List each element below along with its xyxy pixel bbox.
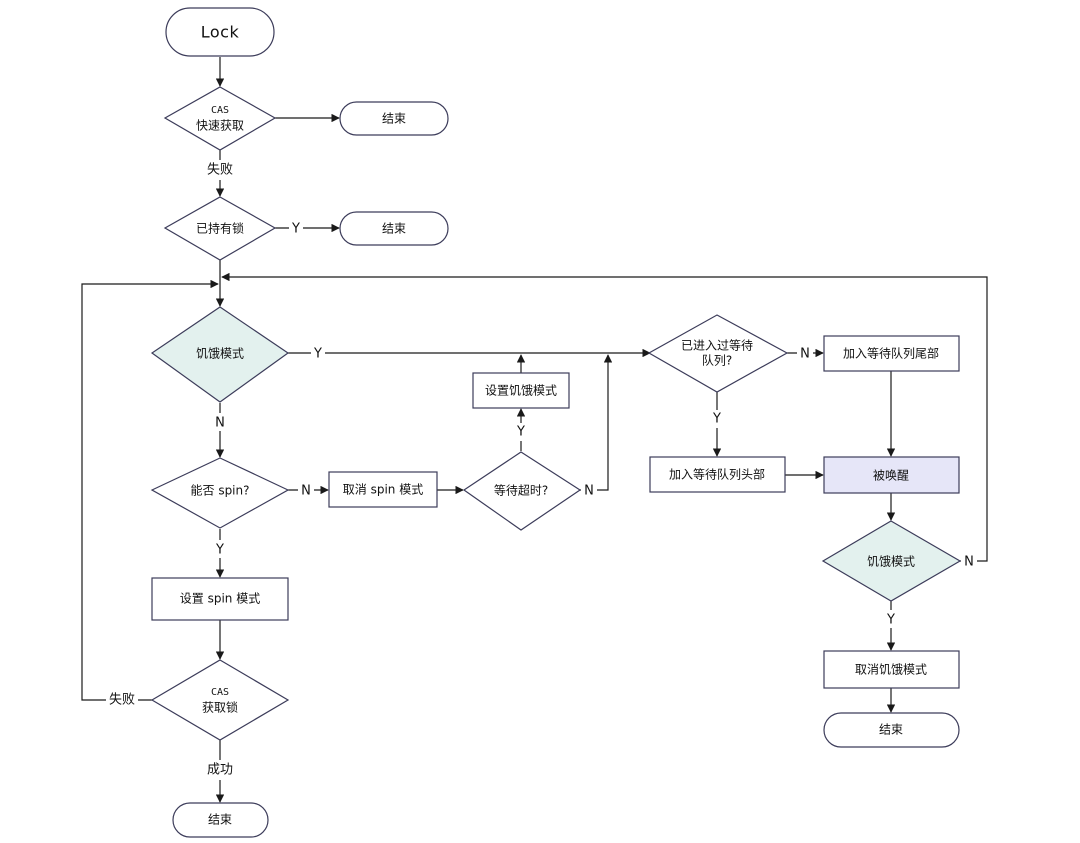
node-end-1: 结束 — [339, 101, 449, 136]
edge-label-fail-1: 失败 — [207, 163, 233, 178]
node-hunger-mode-label: 饥饿模式 — [196, 347, 244, 361]
node-set-hunger: 设置饥饿模式 — [472, 372, 570, 409]
edge-label-cas-success: 成功 — [207, 763, 233, 778]
node-end-4-label: 结束 — [208, 813, 232, 827]
node-already-held-label: 已持有锁 — [196, 221, 244, 236]
node-entered-queue-label-2: 队列? — [702, 353, 732, 368]
node-add-queue-head-label: 加入等待队列头部 — [669, 467, 765, 482]
edge-label-can-spin-yes: Y — [215, 543, 224, 558]
node-hunger-mode-decision: 饥饿模式 — [150, 306, 290, 403]
edge-label-can-spin-no: N — [301, 484, 311, 499]
node-lock: Lock — [165, 7, 275, 57]
node-entered-queue-label-1: 已进入过等待 — [681, 339, 753, 353]
edge-label-timeout-yes: Y — [516, 425, 525, 440]
node-woken-label: 被唤醒 — [873, 469, 909, 483]
node-end-3: 结束 — [823, 712, 960, 748]
edge-label-timeout-no: N — [584, 484, 594, 499]
node-cas-fast-decision: CAS 快速获取 — [163, 86, 277, 151]
edge-label-entered-yes: Y — [712, 412, 721, 427]
node-cancel-hunger: 取消饥饿模式 — [823, 650, 960, 689]
node-lock-label: Lock — [201, 23, 240, 42]
node-cancel-spin-label: 取消 spin 模式 — [343, 483, 423, 497]
node-set-hunger-label: 设置饥饿模式 — [485, 384, 557, 398]
node-end-4: 结束 — [172, 802, 269, 838]
node-can-spin-decision: 能否 spin? — [150, 457, 290, 529]
edge-label-hunger1-yes: Y — [313, 347, 322, 362]
node-hunger-mode-decision-2: 饥饿模式 — [821, 520, 962, 602]
node-cas-fast-label-1: CAS — [211, 105, 229, 116]
node-add-queue-head: 加入等待队列头部 — [649, 456, 786, 493]
edge-label-held-yes: Y — [291, 222, 300, 237]
edge-hunger2-loop-back — [221, 272, 988, 562]
node-end-3-label: 结束 — [879, 723, 903, 737]
node-add-queue-tail: 加入等待队列尾部 — [823, 335, 960, 372]
node-set-spin: 设置 spin 模式 — [151, 577, 289, 621]
node-set-spin-label: 设置 spin 模式 — [180, 592, 260, 606]
node-hunger-mode-2-label: 饥饿模式 — [867, 555, 915, 569]
node-cas-get-lock-decision: CAS 获取锁 — [150, 659, 290, 741]
node-can-spin-label: 能否 spin? — [191, 484, 250, 498]
node-already-held-decision: 已持有锁 — [163, 196, 277, 261]
node-cas-get-label-2: 获取锁 — [202, 700, 238, 715]
edge-label-hunger2-yes: Y — [886, 613, 895, 628]
node-entered-queue-decision: 已进入过等待 队列? — [647, 314, 789, 393]
node-end-1-label: 结束 — [382, 112, 406, 126]
edge-label-entered-no: N — [800, 347, 810, 362]
edge-label-cas-fail: 失败 — [109, 693, 135, 708]
node-end-2: 结束 — [339, 211, 449, 246]
node-cas-fast-label-2: 快速获取 — [196, 119, 244, 133]
node-wait-timeout-label: 等待超时? — [494, 483, 548, 498]
edge-timeout-no-to-line — [580, 354, 613, 491]
node-end-2-label: 结束 — [382, 222, 406, 236]
edge-label-hunger1-no: N — [215, 416, 225, 431]
node-woken: 被唤醒 — [823, 456, 960, 494]
node-add-queue-tail-label: 加入等待队列尾部 — [843, 346, 939, 361]
edge-label-hunger2-no: N — [964, 555, 974, 570]
node-wait-timeout-decision: 等待超时? — [462, 451, 582, 531]
node-cancel-hunger-label: 取消饥饿模式 — [855, 663, 927, 677]
node-cancel-spin: 取消 spin 模式 — [328, 471, 438, 508]
node-cas-get-label-1: CAS — [211, 687, 229, 698]
